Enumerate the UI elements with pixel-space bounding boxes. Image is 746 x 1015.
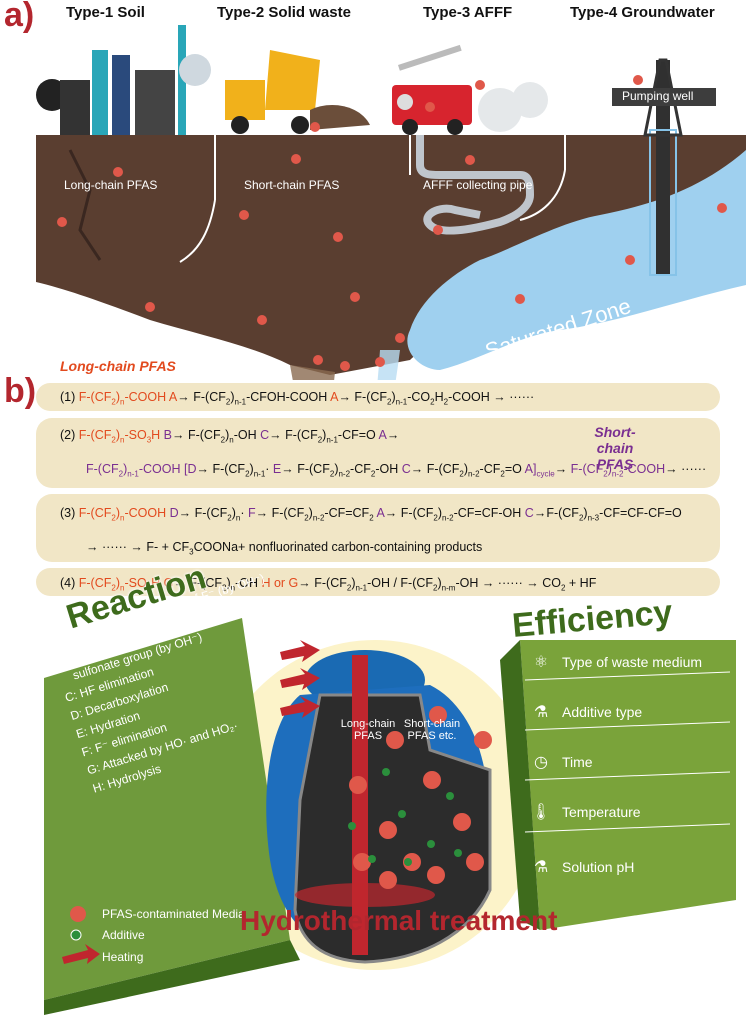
fire-truck-icon bbox=[392, 44, 548, 135]
ph-flask-icon: ⚗ bbox=[533, 859, 549, 876]
efficiency-panel bbox=[520, 640, 736, 930]
panel-b-label: b) bbox=[4, 372, 37, 410]
afff-pipe-label: AFFF collecting pipe bbox=[423, 178, 533, 192]
type2-title: Type-2 Solid waste bbox=[217, 4, 351, 21]
panel-a-label: a) bbox=[4, 0, 35, 34]
reactor-long-chain-label: Long-chain PFAS bbox=[340, 718, 396, 742]
drilling-rig-icon bbox=[612, 58, 716, 137]
reaction-1: (1) F-(CF2)n-COOH A→ F-(CF2)n-1-CFOH-COO… bbox=[60, 390, 535, 407]
type4-title: Type-4 Groundwater bbox=[570, 4, 715, 21]
legend-media: PFAS-contaminated Media bbox=[102, 907, 245, 921]
subsurface-scene bbox=[36, 25, 746, 380]
reaction-3b: → ······ → F- + CF3COONa+ nonfluorinated… bbox=[86, 540, 483, 557]
efficiency-item: ⚛Type of waste medium bbox=[530, 652, 730, 672]
reaction-4: (4) F-(CF2)n-SO3H G→ F-(CF2)n-OH H or G→… bbox=[60, 576, 597, 593]
legend-additive: Additive bbox=[102, 928, 145, 942]
short-chain-pfas-label: Short-chain PFAS bbox=[594, 424, 636, 472]
pumping-well-label: Pumping well bbox=[622, 89, 694, 103]
type1-title: Type-1 Soil bbox=[66, 4, 145, 21]
soil-layer bbox=[36, 135, 746, 375]
legend-heating: Heating bbox=[102, 950, 144, 964]
reactor-short-chain-label: Short-chain PFAS etc. bbox=[403, 718, 461, 742]
reaction-2b: F-(CF2)n-1-COOH [D→ F-(CF2)n-1· E→ F-(CF… bbox=[86, 462, 707, 479]
bottom-scene bbox=[44, 618, 736, 1015]
reaction-panel bbox=[44, 618, 290, 1000]
efficiency-item: ⚗Solution pH bbox=[530, 857, 730, 877]
factory-icon bbox=[36, 25, 211, 135]
flask-icon: ⚗ bbox=[533, 704, 549, 721]
efficiency-item: ◷Time bbox=[530, 752, 730, 772]
short-chain-soil-label: Short-chain PFAS bbox=[244, 178, 340, 192]
reaction-3a: (3) F-(CF2)n-COOH D→ F-(CF2)n· F→ F-(CF2… bbox=[60, 506, 682, 523]
dump-truck-icon bbox=[225, 50, 370, 134]
type3-title: Type-3 AFFF bbox=[423, 4, 513, 21]
efficiency-item: ⚗Additive type bbox=[530, 702, 730, 722]
reaction-2a: (2) F-(CF2)n-SO3H B→ F-(CF2)n-OH C→ F-(C… bbox=[60, 428, 400, 445]
reaction-row-3 bbox=[36, 494, 720, 562]
clock-icon: ◷ bbox=[534, 754, 548, 771]
hydrothermal-treatment-label: Hydrothermal treatment bbox=[240, 905, 558, 936]
reaction-row-2 bbox=[36, 418, 720, 488]
reaction-row-1 bbox=[36, 383, 720, 411]
atom-icon: ⚛ bbox=[533, 654, 549, 671]
thermometer-icon: 🌡 bbox=[530, 804, 552, 821]
reaction-row-4 bbox=[36, 568, 720, 596]
long-chain-soil-label: Long-chain PFAS bbox=[64, 178, 158, 192]
efficiency-item: 🌡Temperature bbox=[530, 804, 641, 821]
long-chain-pfas-label: Long-chain PFAS bbox=[60, 358, 176, 374]
